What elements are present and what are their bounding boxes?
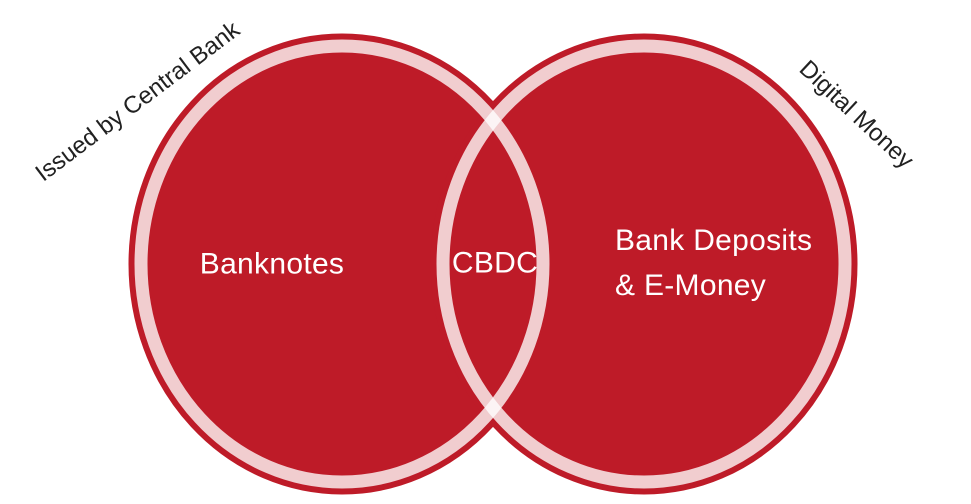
right-circle-label: Bank Deposits & E-Money bbox=[615, 224, 813, 302]
right-circle bbox=[430, 33, 858, 495]
intersection-label: CBDC bbox=[451, 246, 539, 280]
left-circle-ring bbox=[134, 39, 550, 489]
right-circle-ring bbox=[436, 39, 852, 489]
left-circle-label: Banknotes bbox=[199, 247, 345, 281]
